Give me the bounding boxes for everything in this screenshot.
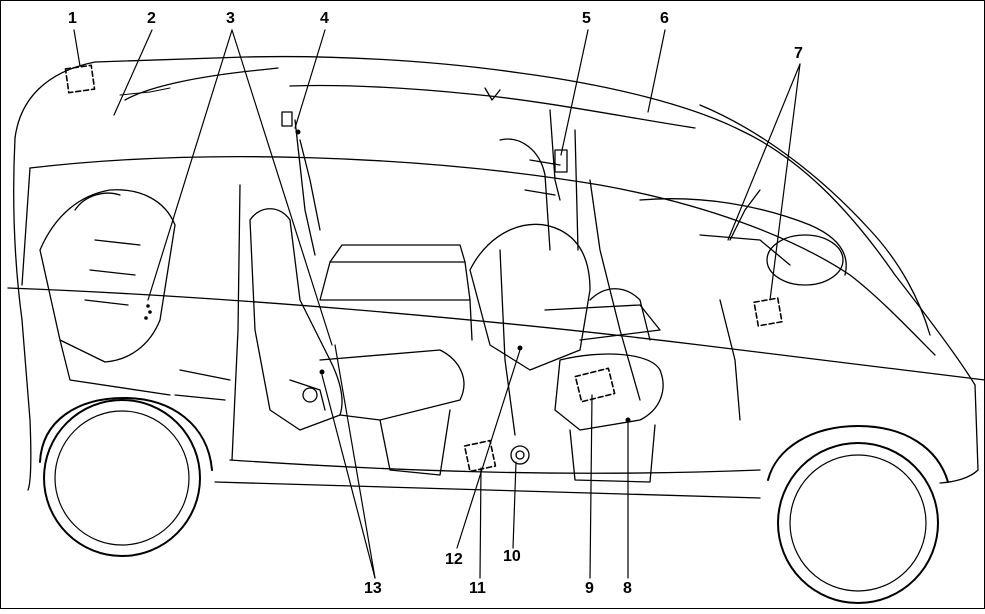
callout-9: 9 [585,580,594,597]
second-row-seat [250,209,464,475]
front-door-edge [590,180,640,400]
callout-6: 6 [660,10,669,27]
third-row-seat [40,190,175,395]
leader-5 [561,30,588,155]
front-wheel [768,426,948,603]
callout-12: 12 [445,551,463,568]
leader-3b [232,30,332,345]
callout-11: 11 [469,580,486,597]
curtain-rail-rear [125,68,278,100]
sill-line [230,460,760,473]
sensor-box-1 [65,65,94,92]
callout-1: 1 [68,10,77,27]
leader-7a [728,64,800,240]
callout-7: 7 [794,45,803,62]
a-pillar [575,130,578,250]
leader-7b [770,64,800,300]
leader-1 [74,30,80,66]
cut-plane-lower [8,288,985,380]
curtain-rail-front [490,96,695,128]
leader-2 [114,30,152,115]
callout-2: 2 [147,10,156,27]
rear-side-trim [175,370,230,400]
callout-13: 13 [364,580,382,597]
cut-plane-upper [30,157,935,355]
leader-3a [148,30,232,300]
belt-second-row [300,140,320,230]
b-pillar-right [295,120,315,255]
leader-11 [480,468,481,578]
callout-8: 8 [623,580,632,597]
callout-3: 3 [226,10,235,27]
leader-10 [513,462,516,548]
dashboard [640,190,846,420]
windshield-edge [700,105,930,335]
leader-4 [295,30,325,128]
callout-4: 4 [320,10,329,27]
rocker-line [215,482,760,498]
center-console [320,245,472,340]
belt-front [500,250,515,435]
callout-5: 5 [582,10,591,27]
callout-10: 10 [503,548,521,565]
leader-12 [457,350,520,548]
sensor-box-7 [754,298,782,326]
cut-plane-left [22,168,30,285]
curtain-rail-mid [290,85,490,96]
front-right-seat [545,289,660,340]
leader-6 [648,30,665,112]
front-seat [470,139,663,482]
b-pillar-front [550,110,560,200]
roof-outline [15,57,975,385]
sensor-box-11 [465,441,496,472]
front-lower-body [940,385,978,483]
leader-13a [322,375,375,578]
b-pillar-left [232,185,240,460]
rear-wheel [40,398,212,556]
leader-9 [590,395,592,578]
rear-body-line [14,138,31,490]
sensor-box-9 [575,368,614,401]
leader-13b [335,345,375,578]
